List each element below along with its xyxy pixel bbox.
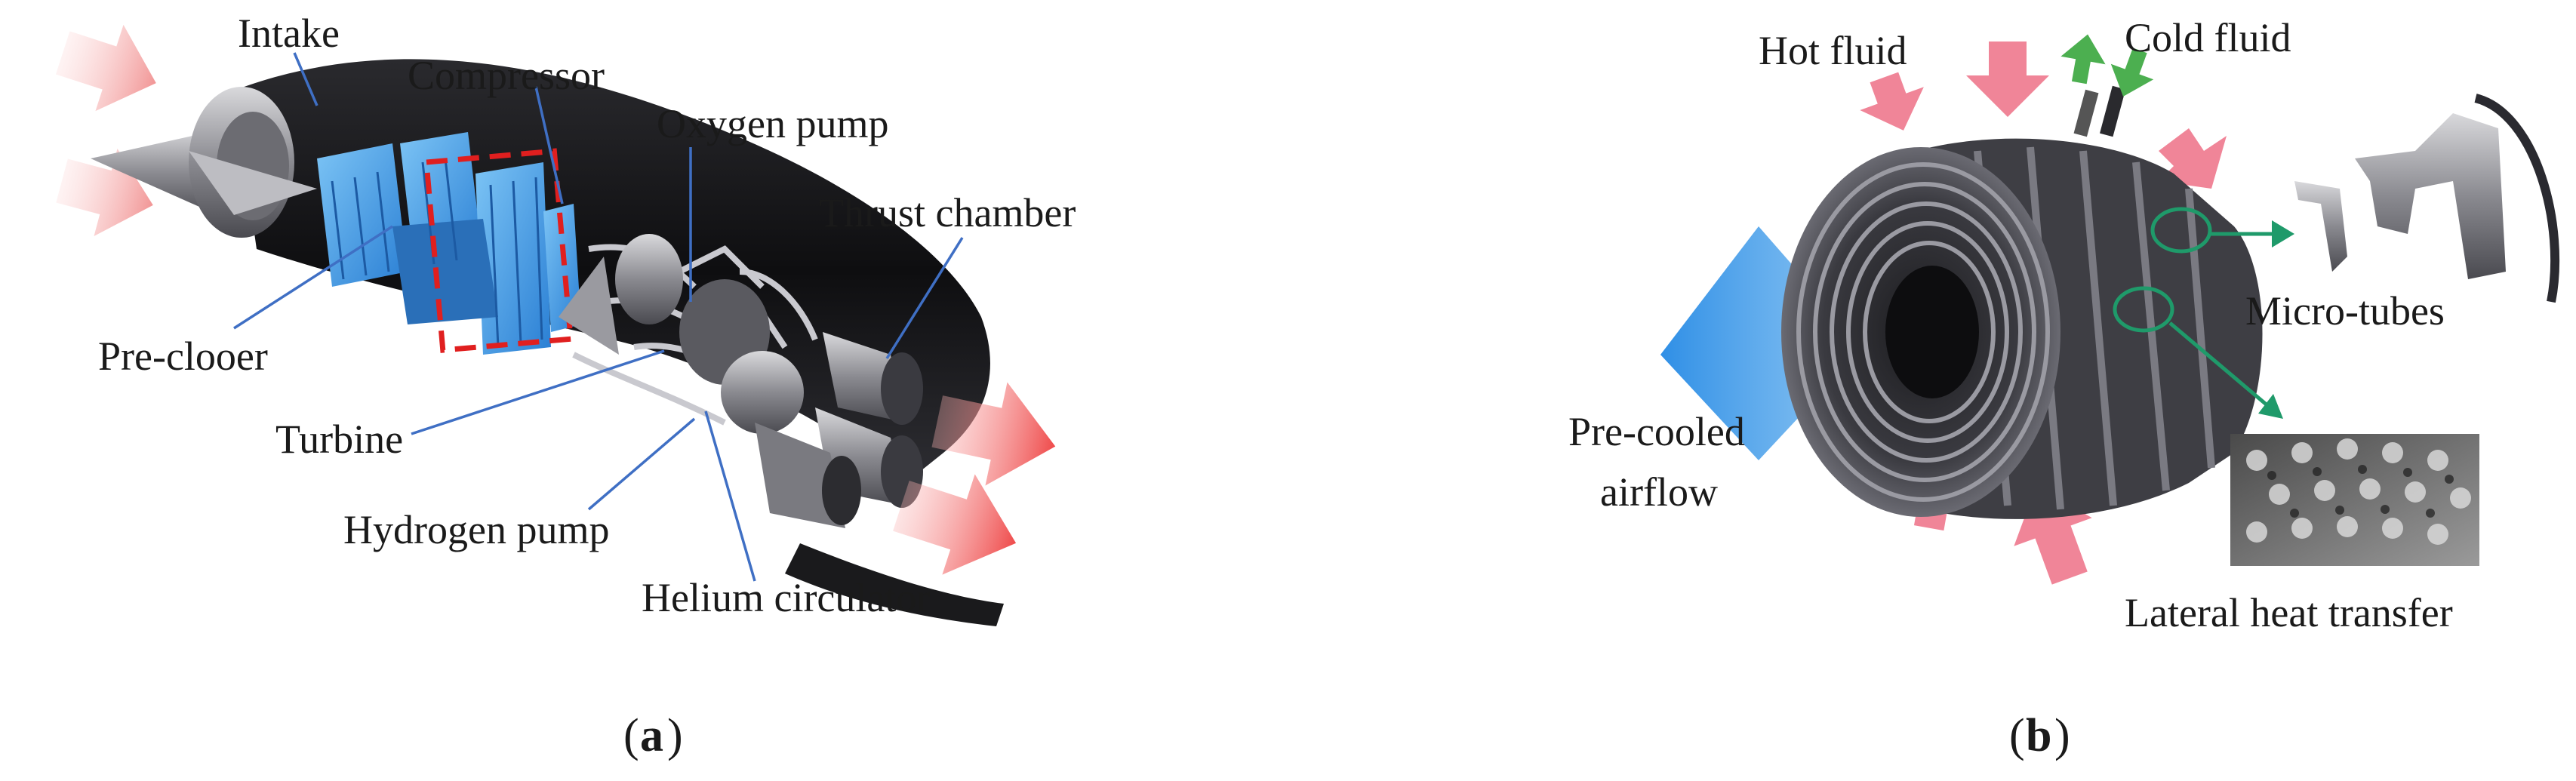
leader-compressor (534, 86, 564, 204)
label-pre-cooler: Pre-clooer (98, 334, 268, 379)
outflow-arrow-upper (931, 382, 1056, 486)
panel-b: Hot fluid Cold fluid Micro-tubes Pre-coo… (1568, 15, 2560, 761)
outflow-arrows (893, 382, 1056, 575)
engine-illustration (91, 59, 1004, 626)
pointer-circle-upper (2150, 207, 2212, 254)
label-thrust-chamber: Thrust chamber (819, 190, 1076, 235)
hot-arrow-top-2 (1966, 42, 2049, 117)
label-cold-fluid: Cold fluid (2125, 15, 2291, 60)
svg-text:(: ( (2009, 710, 2025, 761)
caption-b: ( b ) (2009, 710, 2070, 761)
thrust-nozzles (755, 332, 923, 528)
nacelle-skirt (785, 543, 1004, 626)
leader-lines-a (233, 52, 964, 582)
cold-arrow-in (2110, 48, 2154, 97)
compressor-highlight-box (423, 148, 574, 353)
micro-tube-rim (2474, 94, 2560, 303)
panel-a: Intake Compressor Oxygen pump Thrust cha… (55, 11, 1076, 761)
engine-components (559, 234, 804, 434)
leader-intake (293, 52, 319, 106)
pointer-arrowhead-upper (2272, 220, 2294, 248)
label-compressor: Compressor (408, 53, 605, 98)
hot-arrow-top-1 (1860, 72, 1924, 131)
leader-pre-cooler (233, 225, 393, 330)
cold-arrow-out (2060, 34, 2106, 85)
pointer-circle-lower (2113, 286, 2174, 333)
label-intake: Intake (238, 11, 340, 56)
cold-fluid-arrows (2060, 34, 2154, 97)
cold-port-1 (2073, 89, 2099, 137)
detail-pointers (2113, 207, 2279, 407)
label-lateral-heat-transfer: Lateral heat transfer (2125, 590, 2453, 635)
label-micro-tubes: Micro-tubes (2245, 288, 2445, 334)
caption-a: ( a ) (623, 710, 683, 761)
label-turbine: Turbine (275, 417, 403, 462)
svg-text:): ) (2054, 710, 2070, 761)
lateral-heat-transfer-detail (2230, 434, 2479, 566)
heat-exchanger-drum (1781, 85, 2263, 519)
outflow-arrow-lower (893, 474, 1017, 575)
inflow-arrow-upper (55, 24, 156, 112)
micro-tube-small (2294, 181, 2347, 272)
leader-thrust-chamber (885, 237, 964, 359)
coil-rings (1796, 162, 2050, 502)
hot-arrow-right (2159, 128, 2227, 189)
cold-port-2 (2100, 85, 2126, 137)
svg-text:(: ( (623, 710, 639, 761)
caption-b-letter: b (2026, 710, 2051, 761)
label-pre-cooled-line1: Pre-cooled (1568, 409, 1745, 454)
micro-tubes-detail (2294, 94, 2560, 303)
caption-a-letter: a (640, 710, 663, 761)
inflow-arrows (55, 24, 156, 236)
pointer-arrowhead-lower (2258, 394, 2283, 419)
label-hot-fluid: Hot fluid (1759, 28, 1907, 73)
leader-helium-circulator (704, 410, 756, 582)
label-oxygen-pump: Oxygen pump (657, 101, 888, 146)
leader-turbine (411, 349, 665, 435)
svg-text:): ) (667, 710, 683, 761)
spike-tip (189, 151, 317, 215)
leader-hydrogen-pump (587, 417, 696, 511)
micro-tube-large (2355, 113, 2506, 279)
label-helium-circulator: Helium circulator (642, 575, 930, 620)
pre-cooler-blocks (317, 132, 581, 355)
drum-core (1885, 266, 1979, 398)
label-hydrogen-pump: Hydrogen pump (343, 507, 609, 552)
label-pre-cooled-line2: airflow (1600, 469, 1718, 515)
